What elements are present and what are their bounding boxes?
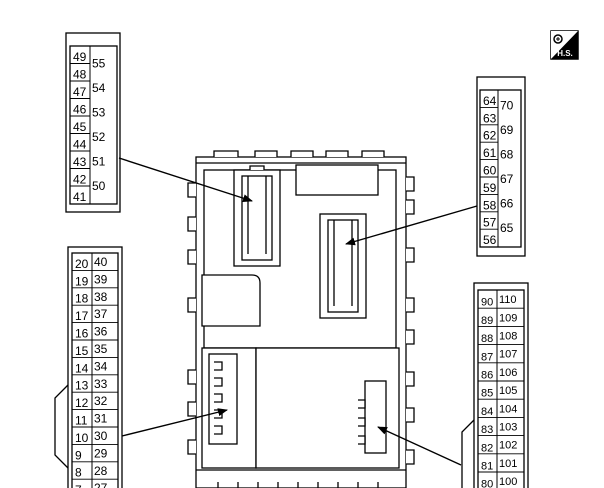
pin-label: 56 xyxy=(483,233,497,247)
pin-label: 58 xyxy=(483,198,497,212)
pin-label: 10 xyxy=(75,431,89,445)
hs-badge-label: H.S. xyxy=(557,49,573,58)
pin-label: 55 xyxy=(92,57,106,71)
pin-label: 85 xyxy=(481,388,493,400)
pin-label: 69 xyxy=(500,123,514,137)
pin-label: 65 xyxy=(500,221,514,235)
pin-label: 27 xyxy=(94,481,108,488)
pin-label: 14 xyxy=(75,361,89,375)
pin-label: 38 xyxy=(94,290,108,304)
pin-label: 66 xyxy=(500,197,514,211)
pin-label: 31 xyxy=(94,412,108,426)
pin-label: 17 xyxy=(75,309,89,323)
pin-label: 44 xyxy=(73,138,87,152)
pin-label: 8 xyxy=(75,466,82,480)
pin-label: 15 xyxy=(75,344,89,358)
pin-label: 102 xyxy=(499,440,517,452)
pin-label: 110 xyxy=(499,294,517,306)
pin-label: 37 xyxy=(94,307,108,321)
pin-label: 57 xyxy=(483,216,497,230)
pin-label: 59 xyxy=(483,181,497,195)
pin-label: 83 xyxy=(481,424,493,436)
pin-label: 19 xyxy=(75,274,89,288)
connector-block-41-55: 49 48 47 46 45 44 43 42 41 55 54 53 52 51 50 xyxy=(65,32,121,213)
pin-label: 68 xyxy=(500,148,514,162)
pin-label: 42 xyxy=(73,173,87,187)
pin-label: 106 xyxy=(499,367,517,379)
pin-label: 40 xyxy=(94,255,108,269)
pin-label: 61 xyxy=(483,146,497,160)
leader-arrows xyxy=(118,157,478,466)
pin-label: 88 xyxy=(481,333,493,345)
pin-label: 89 xyxy=(481,315,493,327)
connector-block-7-40: 20 19 18 17 16 15 14 13 12 11 10 9 8 7 40 39 38 37 36 35 34… xyxy=(54,246,123,488)
pin-label: 7 xyxy=(75,483,82,488)
pin-label: 105 xyxy=(499,385,517,397)
pin-label: 50 xyxy=(92,179,106,193)
pin-label: 20 xyxy=(75,257,89,271)
hs-badge: H.S. xyxy=(550,30,579,60)
pin-label: 100 xyxy=(499,476,517,488)
pin-label: 63 xyxy=(483,111,497,125)
pin-label: 36 xyxy=(94,325,108,339)
pin-label: 62 xyxy=(483,129,497,143)
arrow-connector-56-70 xyxy=(345,205,478,246)
pin-label: 49 xyxy=(73,50,87,64)
pin-label: 45 xyxy=(73,120,87,134)
pin-label: 11 xyxy=(75,414,88,428)
arrow-connector-41-55 xyxy=(118,157,253,203)
pin-label: 18 xyxy=(75,292,89,306)
arrow-connector-80-110 xyxy=(377,426,462,466)
pin-label: 13 xyxy=(75,379,89,393)
pin-label: 35 xyxy=(94,342,108,356)
pin-label: 39 xyxy=(94,272,108,286)
pin-label: 108 xyxy=(499,330,517,342)
pin-label: 52 xyxy=(92,130,106,144)
control-unit-body xyxy=(187,150,415,488)
pin-label: 87 xyxy=(481,351,493,363)
pin-label: 86 xyxy=(481,370,493,382)
pin-label: 29 xyxy=(94,446,108,460)
pin-label: 9 xyxy=(75,448,82,462)
connector-block-56-70: 64 63 62 61 60 59 58 57 56 70 69 68 67 66 65 xyxy=(476,76,526,257)
pin-label: 34 xyxy=(94,359,108,373)
pin-label: 12 xyxy=(75,396,89,410)
pin-label: 28 xyxy=(94,464,108,478)
pin-label: 81 xyxy=(481,461,493,473)
pin-label: 101 xyxy=(499,458,517,470)
pin-label: 82 xyxy=(481,442,493,454)
pin-label: 41 xyxy=(73,190,87,204)
pin-label: 103 xyxy=(499,421,517,433)
pin-label: 107 xyxy=(499,349,517,361)
wire-icon xyxy=(553,34,563,44)
arrow-connector-7-40 xyxy=(121,408,228,437)
pin-label: 109 xyxy=(499,312,517,324)
pin-label: 67 xyxy=(500,172,514,186)
pin-label: 64 xyxy=(483,94,497,108)
pin-label: 53 xyxy=(92,106,106,120)
pin-label: 60 xyxy=(483,164,497,178)
pin-label: 32 xyxy=(94,394,108,408)
pin-label: 33 xyxy=(94,377,108,391)
pin-label: 84 xyxy=(481,406,493,418)
pin-label: 80 xyxy=(481,479,493,488)
pin-label: 16 xyxy=(75,327,89,341)
pin-label: 90 xyxy=(481,297,493,309)
pin-label: 104 xyxy=(499,403,517,415)
pin-label: 54 xyxy=(92,81,106,95)
pin-label: 70 xyxy=(500,99,514,113)
pin-label: 51 xyxy=(92,155,106,169)
pin-label: 48 xyxy=(73,68,87,82)
pin-label: 47 xyxy=(73,85,87,99)
pin-label: 43 xyxy=(73,155,87,169)
pin-label: 30 xyxy=(94,429,108,443)
pin-label: 46 xyxy=(73,103,87,117)
connector-block-80-110: 90 89 88 87 86 85 84 83 82 81 80 110 109 108 107 106 10… xyxy=(461,282,529,488)
